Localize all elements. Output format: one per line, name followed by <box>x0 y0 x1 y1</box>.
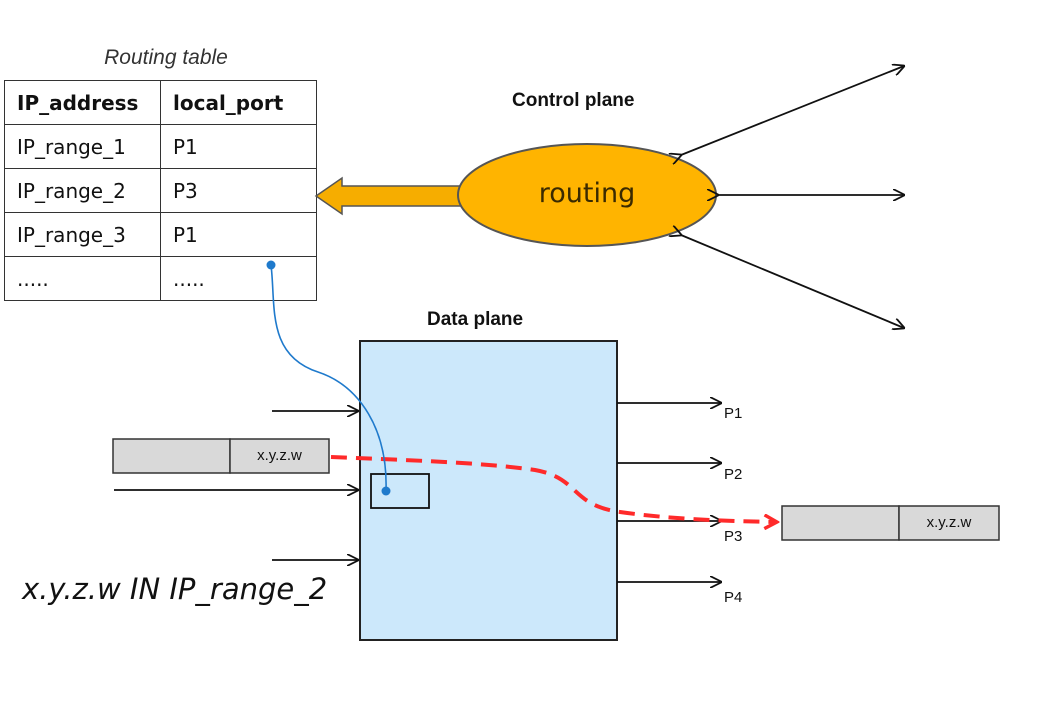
port-label-p3: P3 <box>724 528 743 545</box>
table-lookup-dot <box>266 260 276 270</box>
neighbor-link-top <box>681 66 904 155</box>
outgoing-packet-header <box>898 505 1000 541</box>
table-row: IP_range_3 P1 <box>4 212 317 257</box>
cell-port: ..... <box>160 256 317 301</box>
table-row: IP_range_2 P3 <box>4 168 317 213</box>
table-update-arrow <box>314 176 463 216</box>
data-plane-label: Data plane <box>427 309 524 330</box>
table-lookup-link <box>270 264 387 492</box>
control-plane-label: Control plane <box>512 90 635 111</box>
lookup-match-dot <box>381 486 391 496</box>
port-label-p2: P2 <box>724 466 743 483</box>
match-statement: x.y.z.w IN IP_range_2 <box>22 572 328 606</box>
table-row: IP_range_1 P1 <box>4 124 317 169</box>
port-label-p4: P4 <box>724 589 743 606</box>
routing-table-caption: Routing table <box>104 46 228 69</box>
table-row: ..... ..... <box>4 256 317 301</box>
incoming-packet-header <box>229 438 330 474</box>
routing-table: IP_address local_port IP_range_1 P1 IP_r… <box>4 80 317 301</box>
packet-forwarding-path <box>330 455 777 522</box>
routing-table-header-row: IP_address local_port <box>4 80 317 125</box>
forwarding-lookup-box <box>370 473 430 509</box>
cell-port: P3 <box>160 168 317 213</box>
routing-label: routing <box>538 178 636 209</box>
cell-ip-range: IP_range_2 <box>4 168 161 213</box>
cell-port: P1 <box>160 212 317 257</box>
data-plane-box <box>359 340 618 641</box>
port-label-p1: P1 <box>724 405 743 422</box>
incoming-packet-body <box>112 438 231 474</box>
cell-ip-range: IP_range_1 <box>4 124 161 169</box>
incoming-packet-address: x.y.z.w <box>257 447 302 464</box>
cell-ip-range: ..... <box>4 256 161 301</box>
neighbor-link-bottom <box>681 235 904 328</box>
cell-port: P1 <box>160 124 317 169</box>
outgoing-packet-address: x.y.z.w <box>926 514 972 531</box>
outgoing-packet-body <box>781 505 900 541</box>
